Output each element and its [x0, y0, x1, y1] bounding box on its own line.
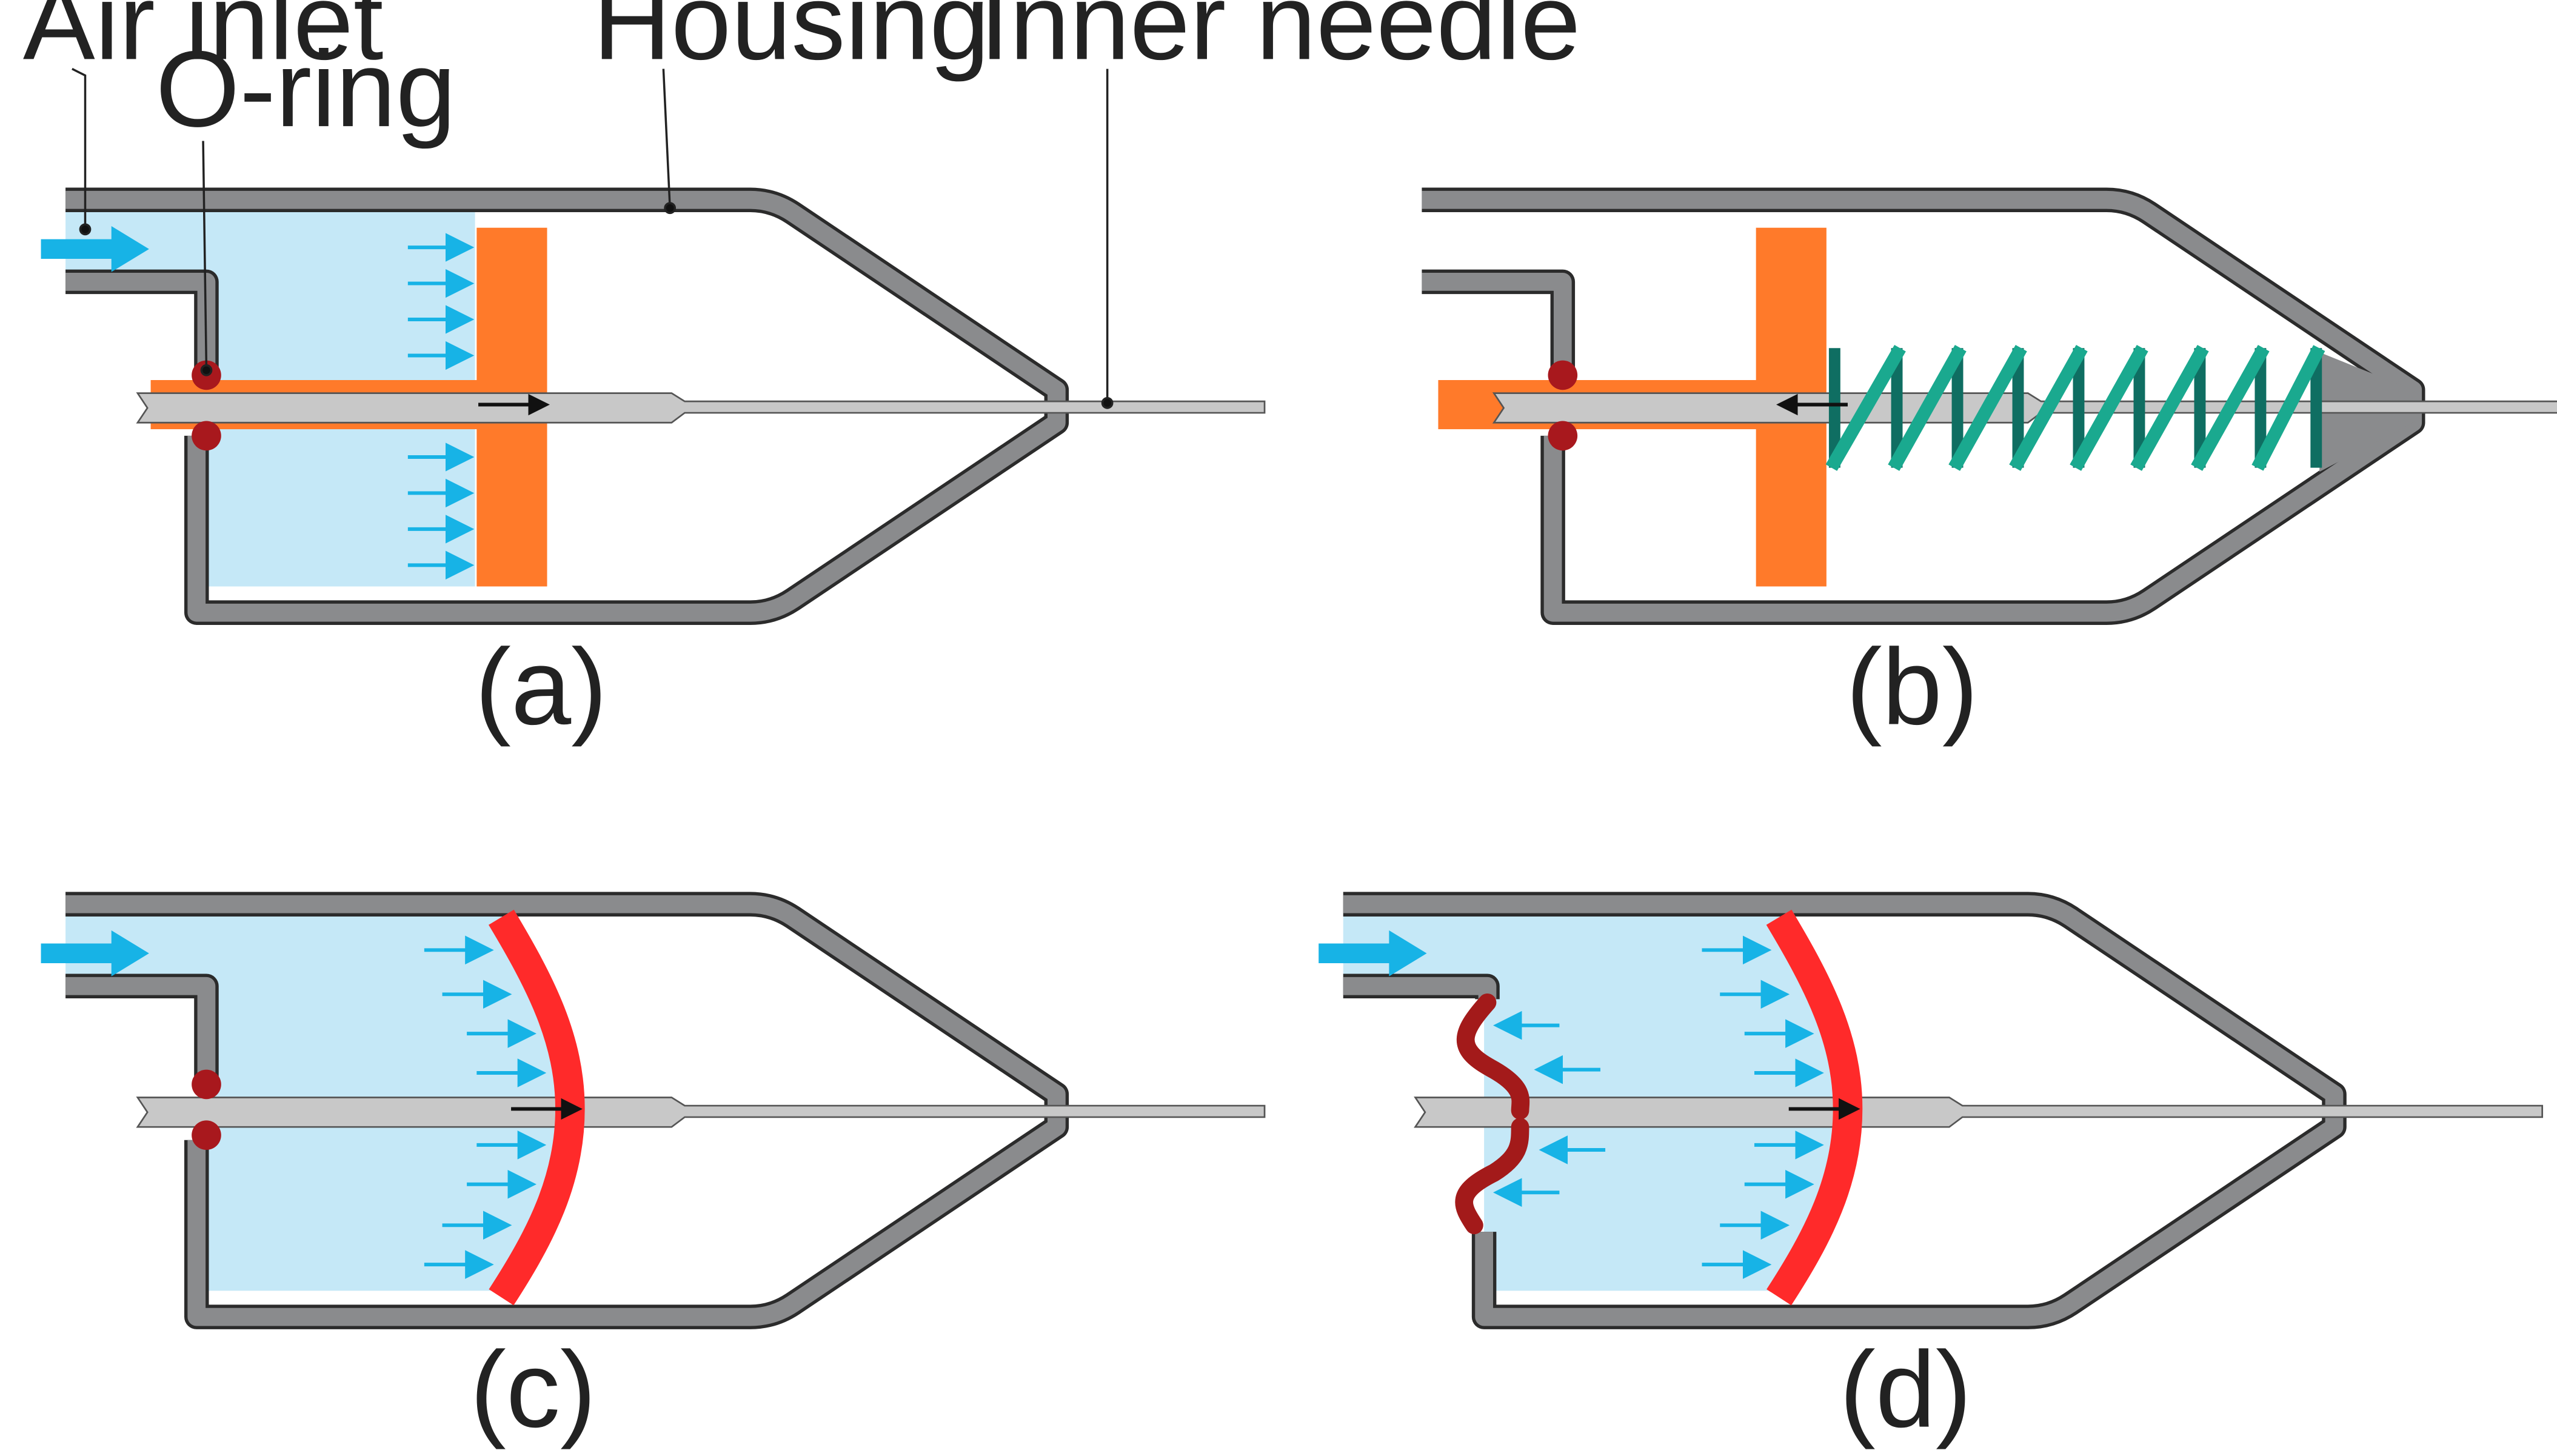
inner-needle	[136, 1097, 1266, 1128]
air-inlet-label: Air inlet	[23, 0, 384, 82]
caption-c: (c)	[470, 1329, 597, 1450]
inlet-duct	[1422, 269, 1576, 381]
inner-needle	[136, 392, 1266, 424]
panel-c: (c)	[41, 904, 1266, 1450]
o-ring	[192, 421, 221, 451]
air-inlet-arrow	[41, 930, 149, 977]
caption-a: (a)	[475, 626, 607, 747]
caption-d: (d)	[1839, 1329, 1971, 1450]
pressure-arrows	[407, 233, 475, 580]
pressure-arrows	[1702, 935, 1824, 1279]
callout-lines	[72, 68, 1114, 409]
inner-needle	[1414, 1097, 2544, 1128]
air-inlet-arrow	[41, 226, 149, 272]
pressure-arrows	[424, 935, 547, 1279]
rear-membrane	[1455, 993, 1530, 1235]
o-ring	[1548, 421, 1578, 451]
o-ring	[192, 1120, 221, 1150]
panel-a: Air inlet O-ring Housing Inner needle (a…	[23, 0, 1581, 747]
housing-label: Housing	[593, 0, 989, 82]
panel-b: (b)	[1422, 200, 2557, 747]
o-ring	[192, 1069, 221, 1100]
panel-d: (d)	[1319, 892, 2544, 1450]
o-ring-label: O-ring	[156, 28, 456, 149]
inner-needle-label: Inner needle	[980, 0, 1581, 82]
caption-b: (b)	[1846, 626, 1978, 747]
inlet-duct	[65, 973, 219, 1084]
return-spring	[1825, 345, 2325, 471]
inlet-duct	[65, 269, 219, 381]
back-pressure-arrows	[1492, 1010, 1606, 1207]
air-inlet-arrow	[1319, 930, 1427, 977]
o-ring	[1548, 360, 1578, 390]
